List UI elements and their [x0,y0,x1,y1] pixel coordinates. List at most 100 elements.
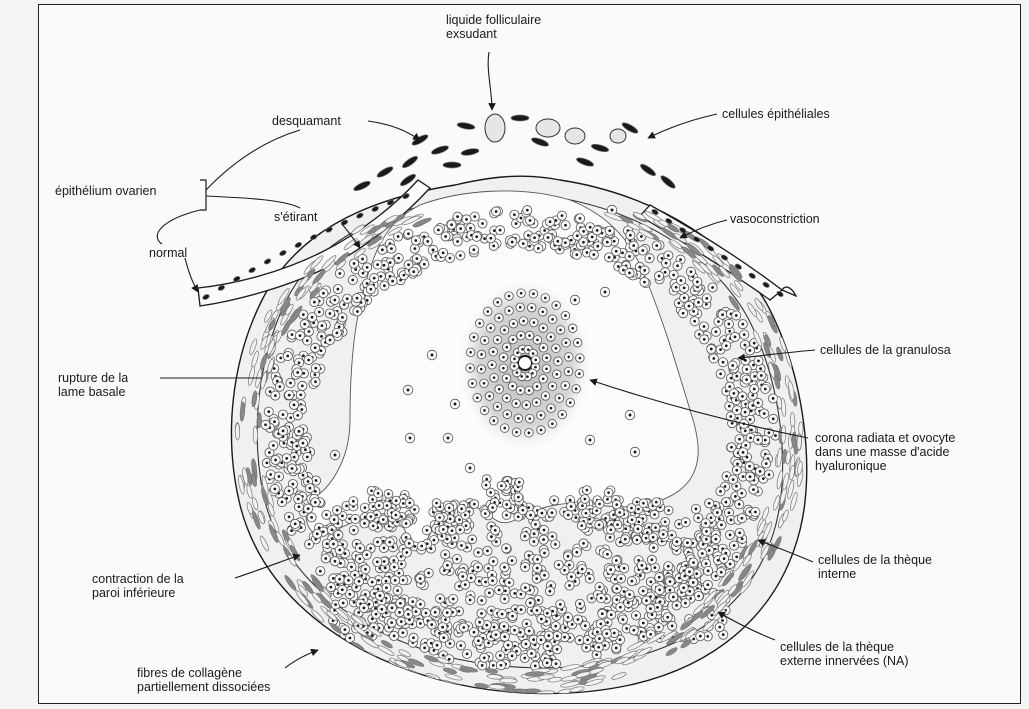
granulosa-cell-nucleus [450,223,453,226]
granulosa-cell-nucleus [314,380,317,383]
granulosa-cell-nucleus [658,576,661,579]
granulosa-cell-nucleus [338,549,341,552]
granulosa-cell-nucleus [697,517,700,520]
granulosa-cell-nucleus [682,586,685,589]
granulosa-cell-nucleus [375,613,378,616]
granulosa-cell-nucleus [297,498,300,501]
granulosa-cell-nucleus [344,628,347,631]
granulosa-cell-nucleus [386,504,389,507]
corona-cell-nucleus [522,320,525,323]
granulosa-cell-nucleus [752,364,755,367]
granulosa-cell-nucleus [585,646,588,649]
granulosa-cell-nucleus [749,418,752,421]
granulosa-cell-nucleus [701,552,704,555]
granulosa-cell-nucleus [706,635,709,638]
granulosa-cell-nucleus [714,538,717,541]
epithelium-nucleus [248,267,256,274]
granulosa-cell-nucleus [444,553,447,556]
granulosa-cell-nucleus [293,456,296,459]
granulosa-cell-nucleus [364,568,367,571]
granulosa-cell-nucleus [278,385,281,388]
corona-cell-nucleus [498,388,501,391]
granulosa-cell-nucleus [419,577,422,580]
granulosa-cell-nucleus [504,589,507,592]
granulosa-cell-nucleus [402,274,405,277]
corona-cell-nucleus [530,306,533,309]
granulosa-cell-nucleus [492,560,495,563]
corona-cell-nucleus [493,376,496,379]
granulosa-cell-nucleus [712,357,715,360]
granulosa-cell-nucleus [534,665,537,668]
granulosa-cell-nucleus [604,644,607,647]
corona-cell-nucleus [505,377,508,380]
granulosa-cell-nucleus [528,245,531,248]
leader-epithelium-etirant [206,196,300,208]
corona-cell-nucleus [496,405,499,408]
granulosa-cell-nucleus [575,253,578,256]
label-contraction-paroi: contraction de la paroi inférieure [92,572,184,600]
granulosa-cell-nucleus [551,535,554,538]
granulosa-cell-nucleus [469,599,472,602]
granulosa-cell-nucleus [511,241,514,244]
granulosa-cell-nucleus [412,636,415,639]
granulosa-cell-nucleus [595,653,598,656]
granulosa-cell-nucleus [546,661,549,664]
granulosa-cell-nucleus [637,521,640,524]
granulosa-cell-nucleus [300,408,303,411]
granulosa-cell-nucleus [269,473,272,476]
granulosa-cell-nucleus [543,552,546,555]
granulosa-cell-nucleus [561,214,564,217]
corona-cell-nucleus [506,346,509,349]
granulosa-cell-nucleus [358,557,361,560]
granulosa-cell-nucleus [458,518,461,521]
granulosa-cell-nucleus [735,314,738,317]
granulosa-cell-nucleus [293,403,296,406]
granulosa-cell-nucleus [425,612,428,615]
granulosa-cell-nucleus [396,589,399,592]
granulosa-cell-nucleus [369,547,372,550]
granulosa-cell-nucleus [518,481,521,484]
granulosa-cell-nucleus [488,591,491,594]
granulosa-cell-nucleus [426,240,429,243]
granulosa-cell-nucleus [623,567,626,570]
exudate-blob [485,114,505,142]
granulosa-cell-nucleus [477,639,480,642]
granulosa-cell-nucleus [689,597,692,600]
granulosa-cell-nucleus [449,642,452,645]
granulosa-cell-nucleus [606,553,609,556]
granulosa-cell-nucleus [532,638,535,641]
granulosa-cell-nucleus [588,577,591,580]
corona-cell-nucleus [473,336,476,339]
granulosa-cell-nucleus [399,602,402,605]
granulosa-cell-nucleus [314,367,317,370]
granulosa-cell-nucleus [736,409,739,412]
granulosa-cell-nucleus [322,530,325,533]
granulosa-cell-nucleus [546,645,549,648]
granulosa-cell-nucleus [548,590,551,593]
granulosa-cell-nucleus [764,388,767,391]
granulosa-cell-nucleus [735,485,738,488]
granulosa-cell-nucleus [302,442,305,445]
corona-cell-nucleus [555,347,558,350]
granulosa-cell-nucleus [332,543,335,546]
granulosa-cell-nucleus [534,523,537,526]
granulosa-cell-nucleus [738,531,741,534]
granulosa-cell-nucleus [564,241,567,244]
granulosa-cell-nucleus [419,603,422,606]
granulosa-cell-nucleus [610,613,613,616]
granulosa-cell-nucleus [551,511,554,514]
corona-cell-nucleus [491,363,494,366]
granulosa-cell-nucleus [349,637,352,640]
granulosa-cell-nucleus [517,515,520,518]
granulosa-cell-nucleus [744,411,747,414]
granulosa-cell-nucleus [442,528,445,531]
granulosa-cell-nucleus [567,616,570,619]
granulosa-cell-nucleus [717,559,720,562]
granulosa-cell-nucleus [589,226,592,229]
granulosa-cell-nucleus [615,647,618,650]
granulosa-cell-nucleus [352,529,355,532]
granulosa-cell-nucleus [615,503,618,506]
granulosa-cell-nucleus [708,549,711,552]
granulosa-cell-nucleus [370,515,373,518]
granulosa-cell-nucleus [677,302,680,305]
